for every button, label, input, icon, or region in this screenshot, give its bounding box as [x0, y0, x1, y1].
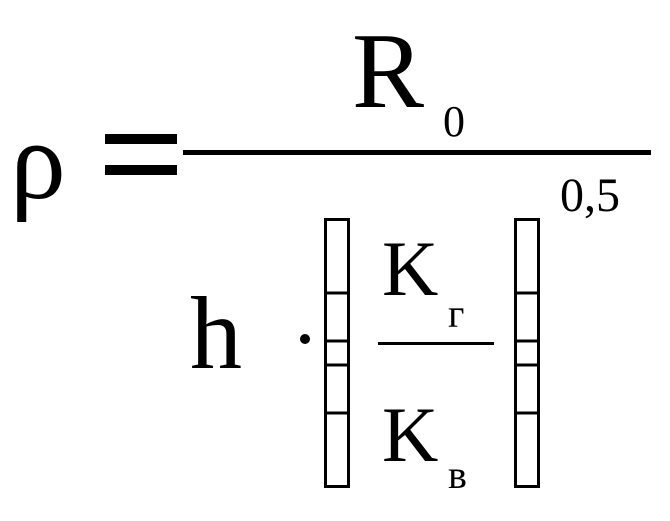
- inner-fraction-bar: [378, 342, 494, 345]
- equals-sign-bottom-stroke: [105, 165, 177, 175]
- exponent: 0,5: [560, 169, 620, 222]
- main-fraction-bar: [183, 150, 651, 155]
- numerator-symbol: R: [352, 12, 425, 131]
- inner-numerator-subscript: г: [448, 291, 465, 336]
- right-bracket: [514, 218, 540, 488]
- inner-denominator-symbol: K: [382, 391, 439, 478]
- multiplication-dot: [300, 334, 310, 344]
- left-bracket: [324, 218, 350, 488]
- denominator-factor: h: [190, 276, 242, 391]
- rho-symbol: ρ: [10, 99, 66, 223]
- numerator-subscript: 0: [443, 97, 465, 146]
- equals-sign-top-stroke: [105, 134, 177, 144]
- inner-numerator-symbol: K: [382, 225, 439, 312]
- inner-denominator-subscript: в: [448, 452, 467, 497]
